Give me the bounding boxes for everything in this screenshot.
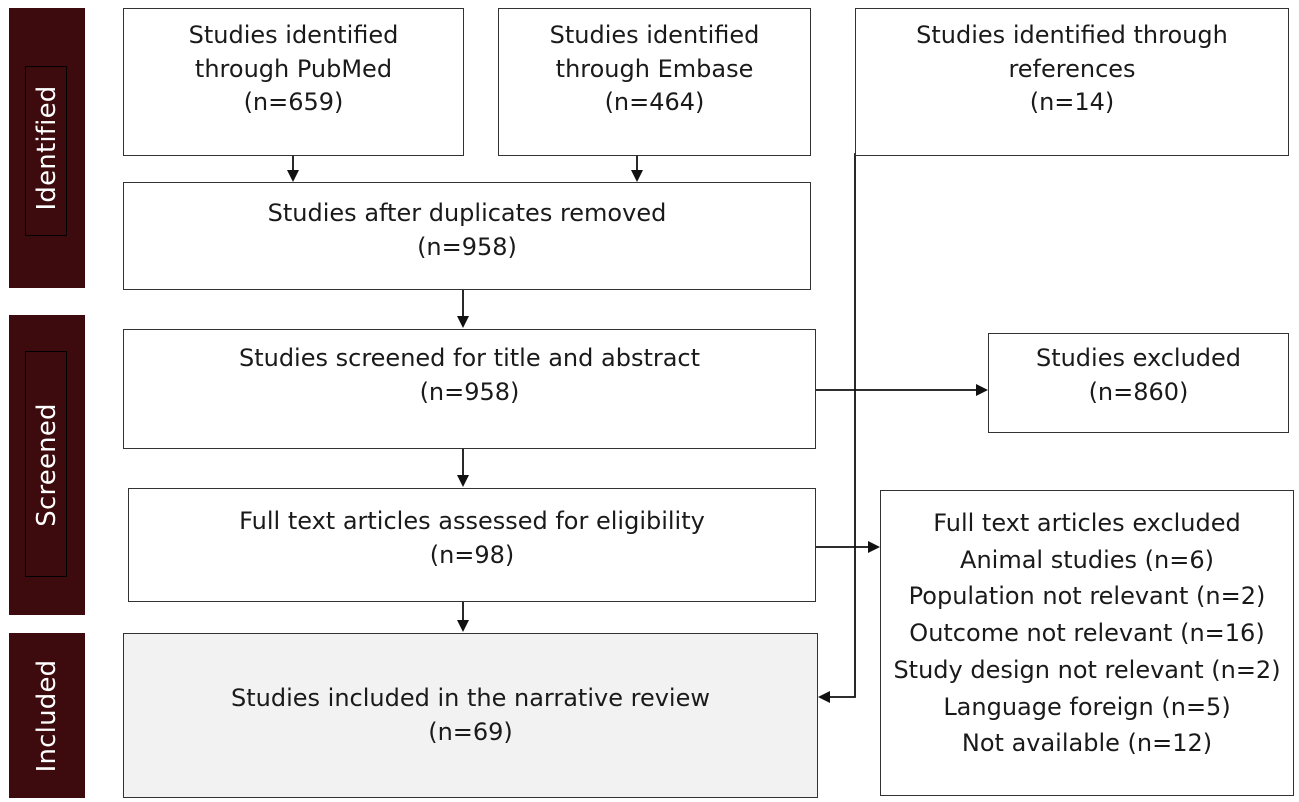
included-line1: Studies included in the narrative review	[231, 683, 710, 712]
pubmed-line1: Studies identified	[188, 21, 399, 49]
stage-screened-frame	[25, 351, 67, 577]
references-box: Studies identified through references (n…	[855, 8, 1289, 156]
exclusion-reason-animal: Animal studies (n=6)	[960, 545, 1214, 574]
stage-included-label: Included	[32, 659, 62, 772]
exclusion-reason-outcome: Outcome not relevant (n=16)	[909, 619, 1265, 648]
full-text-line1: Full text articles assessed for eligibil…	[239, 507, 705, 535]
duplicates-removed-box: Studies after duplicates removed (n=958)	[123, 182, 811, 290]
duplicates-removed-line1: Studies after duplicates removed	[267, 199, 667, 227]
screened-line1: Studies screened for title and abstract	[238, 344, 701, 372]
full-text-count: (n=98)	[429, 540, 515, 569]
included-count: (n=69)	[428, 717, 513, 746]
stage-identified-label: Identified	[32, 85, 62, 211]
full-text-excluded-box: Full text articles excluded Animal studi…	[880, 490, 1294, 796]
stage-identified-bar: Identified	[9, 8, 85, 288]
stage-screened-bar: Screened	[9, 315, 85, 615]
excluded-box: Studies excluded (n=860)	[988, 333, 1289, 433]
exclusion-reason-study-design: Study design not relevant (n=2)	[893, 655, 1281, 684]
screened-box: Studies screened for title and abstract …	[123, 329, 816, 449]
pubmed-line2: through PubMed	[194, 54, 393, 83]
embase-line1: Studies identified	[549, 21, 760, 49]
full-text-box: Full text articles assessed for eligibil…	[128, 488, 816, 602]
embase-line2: through Embase	[555, 54, 754, 83]
stage-identified-frame	[25, 66, 67, 236]
stage-included-bar: Included	[9, 633, 85, 798]
screened-count: (n=958)	[419, 377, 520, 406]
references-line2: references	[1008, 54, 1136, 83]
embase-count: (n=464)	[604, 88, 705, 117]
pubmed-box: Studies identified through PubMed (n=659…	[123, 8, 464, 156]
duplicates-removed-count: (n=958)	[417, 232, 517, 261]
references-line1: Studies identified through	[916, 21, 1228, 49]
references-count: (n=14)	[1029, 88, 1115, 117]
exclusion-reason-language: Language foreign (n=5)	[943, 692, 1231, 721]
embase-box: Studies identified through Embase (n=464…	[498, 8, 811, 156]
exclusion-reason-not-available: Not available (n=12)	[961, 729, 1213, 758]
excluded-count: (n=860)	[1088, 377, 1189, 406]
full-text-excluded-title: Full text articles excluded	[933, 509, 1241, 537]
exclusion-reason-population: Population not relevant (n=2)	[908, 582, 1266, 611]
included-box: Studies included in the narrative review…	[123, 633, 818, 798]
pubmed-count: (n=659)	[243, 88, 344, 117]
stage-screened-label: Screened	[32, 403, 62, 527]
excluded-line1: Studies excluded	[1035, 344, 1242, 372]
